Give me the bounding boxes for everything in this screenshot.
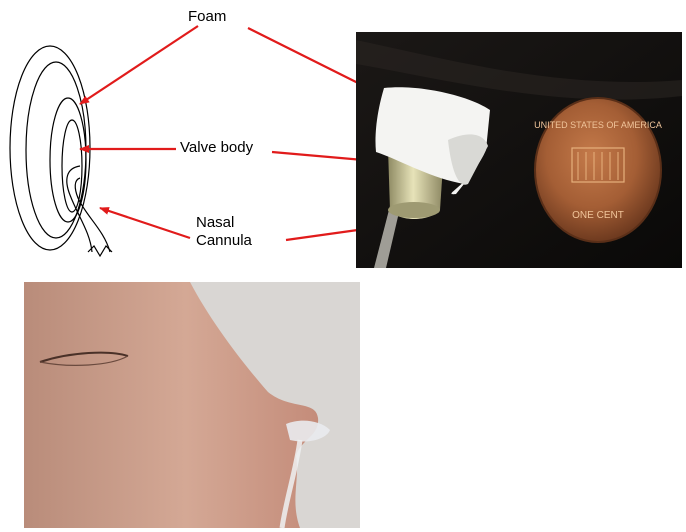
valve-body-base	[388, 202, 440, 218]
device-photo: UNITED STATES OF AMERICA ONE CENT	[356, 32, 682, 268]
callout-arrows	[80, 26, 386, 240]
label-nasal: Nasal	[196, 214, 234, 232]
nose-photo	[24, 282, 360, 528]
label-cannula: Cannula	[196, 232, 252, 250]
label-foam: Foam	[188, 8, 226, 26]
cannula-arrow-left	[100, 208, 190, 238]
device-line-drawing	[10, 46, 112, 256]
foam-arrow-left	[80, 26, 198, 104]
label-valve-body: Valve body	[180, 139, 253, 157]
penny-bottom-text: ONE CENT	[572, 210, 624, 221]
penny-top-text: UNITED STATES OF AMERICA	[534, 120, 662, 130]
